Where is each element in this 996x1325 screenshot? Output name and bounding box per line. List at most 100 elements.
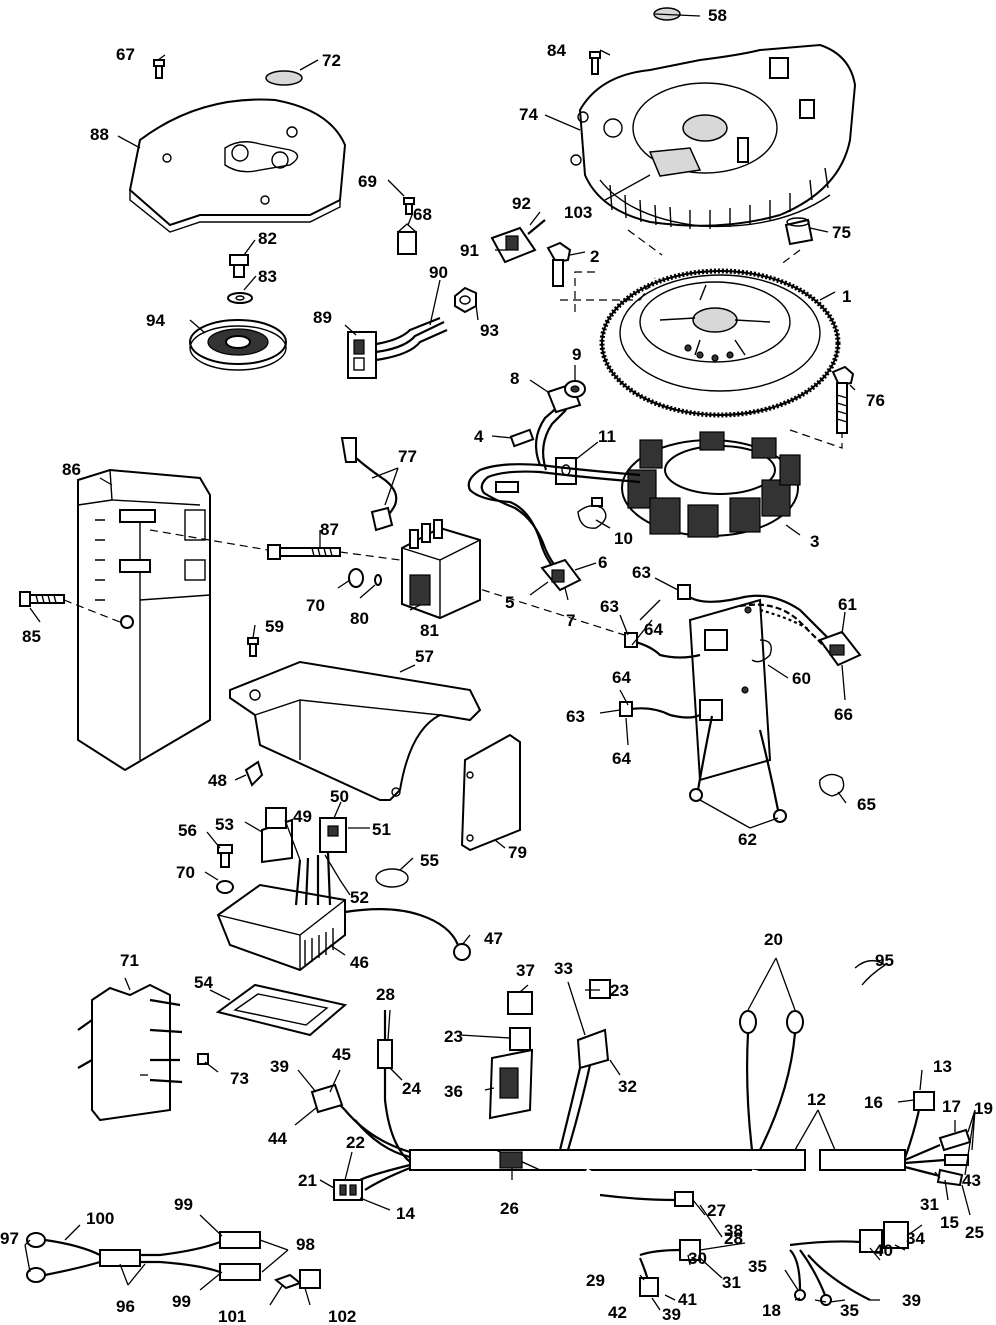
terminal-24-28 xyxy=(377,1010,393,1069)
callout-41: 41 xyxy=(678,1290,697,1309)
callout-103: 103 xyxy=(564,203,592,222)
callout-19: 19 xyxy=(974,1099,993,1118)
coil-wires-63-64 xyxy=(619,584,831,719)
flywheel-cover-88 xyxy=(128,98,347,233)
branch-left xyxy=(329,1060,411,1191)
callout-5: 5 xyxy=(505,593,514,612)
clamp-65 xyxy=(819,773,845,797)
lower-branch xyxy=(579,1168,701,1297)
callout-35-a: 35 xyxy=(748,1257,767,1276)
callout-82: 82 xyxy=(258,229,277,248)
callout-1: 1 xyxy=(842,287,851,306)
callout-102: 102 xyxy=(328,1307,356,1325)
callout-16: 16 xyxy=(864,1093,883,1112)
connector-61-66 xyxy=(818,630,862,667)
callout-93: 93 xyxy=(480,321,499,340)
callout-56: 56 xyxy=(178,821,197,840)
callout-38: 38 xyxy=(724,1221,743,1240)
clamp-55 xyxy=(375,868,409,888)
clip-95 xyxy=(854,960,887,986)
callout-58: 58 xyxy=(708,6,727,25)
bolt-87 xyxy=(267,544,341,560)
callout-44: 44 xyxy=(268,1129,287,1148)
washer-70-lower xyxy=(216,880,234,894)
callout-12: 12 xyxy=(807,1090,826,1109)
callout-28-b: 28 xyxy=(724,1229,743,1248)
callout-60: 60 xyxy=(792,669,811,688)
connector-assy-36-37-23 xyxy=(488,991,534,1120)
bolt-2 xyxy=(546,241,572,287)
callout-69: 69 xyxy=(358,172,377,191)
right-leads xyxy=(903,1091,972,1187)
terminal-68 xyxy=(397,223,417,255)
power-pack-81 xyxy=(401,519,481,620)
callout-35-b: 35 xyxy=(840,1301,859,1320)
harness-4 xyxy=(467,404,641,579)
callout-94: 94 xyxy=(146,311,165,330)
callout-67: 67 xyxy=(116,45,135,64)
cover-86 xyxy=(77,468,211,772)
callout-61: 61 xyxy=(838,595,857,614)
connector-53 xyxy=(261,807,293,864)
callout-99-a: 99 xyxy=(174,1195,193,1214)
callout-43: 43 xyxy=(962,1171,981,1190)
connector-6 xyxy=(540,558,582,592)
main-harness-12 xyxy=(409,1149,906,1171)
callout-77: 77 xyxy=(398,447,417,466)
callout-15: 15 xyxy=(940,1213,959,1232)
bolt-76 xyxy=(831,365,855,434)
washer-80 xyxy=(374,574,382,586)
pulley-94 xyxy=(189,319,287,371)
callout-39-c: 39 xyxy=(902,1291,921,1310)
callout-48: 48 xyxy=(208,771,227,790)
callout-59: 59 xyxy=(265,617,284,636)
callout-17: 17 xyxy=(942,1097,961,1116)
callout-101: 101 xyxy=(218,1307,246,1325)
screw-59 xyxy=(247,637,259,657)
switch-89 xyxy=(347,316,448,379)
callout-95: 95 xyxy=(875,951,894,970)
callout-79: 79 xyxy=(508,843,527,862)
callout-54: 54 xyxy=(194,973,213,992)
connector-39-45 xyxy=(310,1083,344,1114)
callout-3: 3 xyxy=(810,532,819,551)
pin-92 xyxy=(527,219,546,235)
callout-2: 2 xyxy=(590,247,599,266)
callout-84: 84 xyxy=(547,41,566,60)
callout-37: 37 xyxy=(516,961,535,980)
callout-31-a: 31 xyxy=(920,1195,939,1214)
bolt-56 xyxy=(217,844,233,868)
callout-64-c: 64 xyxy=(612,749,631,768)
callout-62: 62 xyxy=(738,830,757,849)
callout-72: 72 xyxy=(322,51,341,70)
callout-70-lower: 70 xyxy=(176,863,195,882)
callout-71: 71 xyxy=(120,951,139,970)
stator-3 xyxy=(621,431,801,538)
callout-66: 66 xyxy=(834,705,853,724)
clip-48 xyxy=(244,760,264,787)
callout-63-c: 63 xyxy=(566,707,585,726)
cover-57 xyxy=(229,660,482,801)
callout-33: 33 xyxy=(554,959,573,978)
callout-83: 83 xyxy=(258,267,277,286)
callout-47: 47 xyxy=(484,929,503,948)
callout-97: 97 xyxy=(0,1229,19,1248)
callout-68: 68 xyxy=(413,205,432,224)
connector-91 xyxy=(490,226,537,264)
leader-lines xyxy=(24,13,976,1311)
callout-64-b: 64 xyxy=(612,668,631,687)
callout-99-b: 99 xyxy=(172,1292,191,1311)
callout-6: 6 xyxy=(598,553,607,572)
callout-labels: 58 84 74 103 67 72 88 69 68 92 91 2 75 1… xyxy=(0,6,993,1325)
callout-75: 75 xyxy=(832,223,851,242)
callout-22: 22 xyxy=(346,1133,365,1152)
screw-67 xyxy=(153,59,165,79)
callout-23-a: 23 xyxy=(444,1027,463,1046)
callout-24: 24 xyxy=(402,1079,421,1098)
callout-11: 11 xyxy=(598,427,616,446)
callout-85: 85 xyxy=(22,627,41,646)
ring-terminals-20 xyxy=(739,1010,804,1151)
callout-92: 92 xyxy=(512,194,531,213)
